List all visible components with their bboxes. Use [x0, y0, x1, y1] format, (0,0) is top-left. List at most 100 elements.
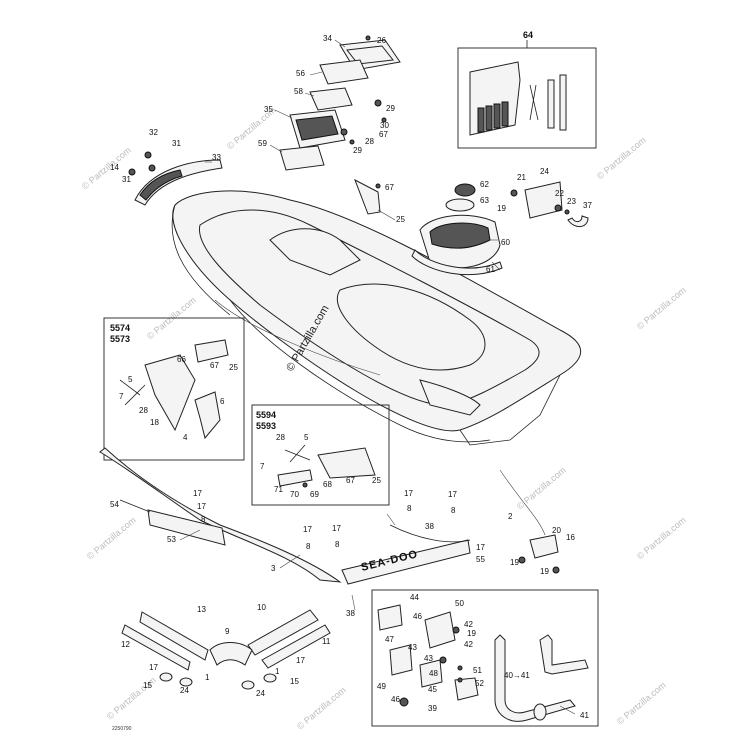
callout-61: 61	[486, 265, 495, 274]
watermark: © Partzilla.com	[85, 515, 138, 562]
plate-47	[389, 644, 413, 676]
callout-21: 21	[517, 173, 526, 182]
callout-15b: 15	[290, 677, 299, 686]
callout-15: 15	[143, 681, 152, 690]
gasket-59	[279, 145, 325, 171]
callout-30b: 29	[353, 146, 362, 155]
callout-19c: 19	[540, 567, 549, 576]
cap-62	[454, 183, 476, 197]
callout-60: 60	[501, 238, 510, 247]
gasket-61	[411, 249, 503, 276]
decal-assembly: SEA-DOO	[341, 524, 471, 585]
callout-42b: 42	[464, 640, 473, 649]
side-stripe	[99, 447, 342, 583]
ring-63	[445, 198, 475, 212]
connector-20	[529, 534, 559, 559]
callout-17b: 17	[197, 502, 206, 511]
stripe-54	[147, 509, 226, 546]
connector-assembly	[499, 469, 560, 574]
nut-33	[144, 151, 152, 159]
callout-25: 24	[540, 167, 549, 176]
callout-4: 4	[183, 433, 188, 442]
callout-7b: 7	[260, 462, 265, 471]
callout-18: 18	[150, 418, 159, 427]
clip-30	[374, 99, 382, 107]
callout-44: 44	[410, 593, 419, 602]
callout-50: 50	[455, 599, 464, 608]
callout-labels: 34 26 56 58 35 29 30 67 28 29 59 32 31 3…	[110, 34, 592, 720]
callout-33: 32	[149, 128, 158, 137]
leader-lines	[179, 39, 576, 715]
inset-box-bottom-right	[371, 589, 599, 727]
callout-35: 34	[323, 34, 332, 43]
bumper-15	[159, 672, 173, 682]
callout-11: 11	[322, 637, 331, 646]
watermark: © Partzilla.com	[635, 515, 688, 562]
u-bolt-37	[567, 215, 589, 227]
storage-assembly	[279, 35, 401, 171]
callout-17: 17	[193, 489, 202, 498]
stripe-3	[99, 447, 342, 583]
callout-8b: 8	[407, 504, 412, 513]
callout-36: 35	[264, 105, 273, 114]
callout-14: 14	[110, 163, 119, 172]
washer-22	[554, 204, 562, 212]
callout-19: 19	[497, 204, 506, 213]
wrench-icon	[559, 74, 567, 131]
callout-52: 51	[473, 666, 482, 675]
callout-64: 64	[523, 30, 533, 40]
callout-38: 38	[425, 522, 434, 531]
callout-8d: 8	[335, 540, 340, 549]
watermark: © Partzilla.com	[295, 685, 348, 732]
side-vent	[144, 354, 196, 432]
callout-42: 42	[464, 620, 473, 629]
callout-43: 43	[408, 643, 417, 652]
callout-17g: 17	[476, 543, 485, 552]
label-5574: 5574	[110, 323, 130, 333]
callout-29: 28	[365, 137, 374, 146]
callout-34: 33	[212, 153, 221, 162]
grille-26	[194, 339, 229, 363]
callout-17f: 17	[448, 490, 457, 499]
inset-box-5594	[251, 404, 390, 506]
screw-27	[365, 35, 371, 41]
callout-3: 3	[271, 564, 276, 573]
watermark: © Partzilla.com	[595, 135, 648, 182]
callout-67d: 67	[346, 476, 355, 485]
bolt-23	[564, 209, 570, 215]
middle-kit-inset: 5594 5593	[251, 404, 390, 506]
callout-27: 26	[377, 36, 386, 45]
callout-20: 20	[552, 526, 561, 535]
callout-19b: 19	[510, 558, 519, 567]
screw-49	[439, 656, 447, 664]
watermark: © Partzilla.com	[635, 285, 688, 332]
storage-mat	[319, 59, 369, 85]
callout-38b: 38	[346, 609, 355, 618]
side-grille	[317, 447, 376, 479]
bottom-right-inset	[371, 589, 599, 727]
rail-11	[261, 624, 331, 669]
callout-32b: 31	[122, 175, 131, 184]
callout-5b: 5	[304, 433, 309, 442]
callout-63: 63	[480, 196, 489, 205]
callout-1b: 1	[275, 667, 280, 676]
callout-23: 23	[567, 197, 576, 206]
callout-46: 46	[413, 612, 422, 621]
pliers-icon	[529, 84, 539, 121]
gasket-58	[309, 87, 353, 111]
callout-9: 9	[225, 627, 230, 636]
rail-12	[121, 624, 191, 671]
callout-24: 24	[180, 686, 189, 695]
fastener-31	[381, 117, 387, 123]
callout-26c: 25	[372, 476, 381, 485]
vent-duct	[354, 178, 381, 215]
callout-68: 68	[323, 480, 332, 489]
callout-54: 53	[167, 535, 176, 544]
callout-31: 30	[380, 121, 389, 130]
nut-21	[510, 189, 518, 197]
watermark: © Partzilla.com	[515, 465, 568, 512]
washer-32	[148, 164, 156, 172]
callout-17i: 17	[296, 656, 305, 665]
bolt-14	[128, 168, 136, 176]
callout-5: 5	[128, 375, 133, 384]
